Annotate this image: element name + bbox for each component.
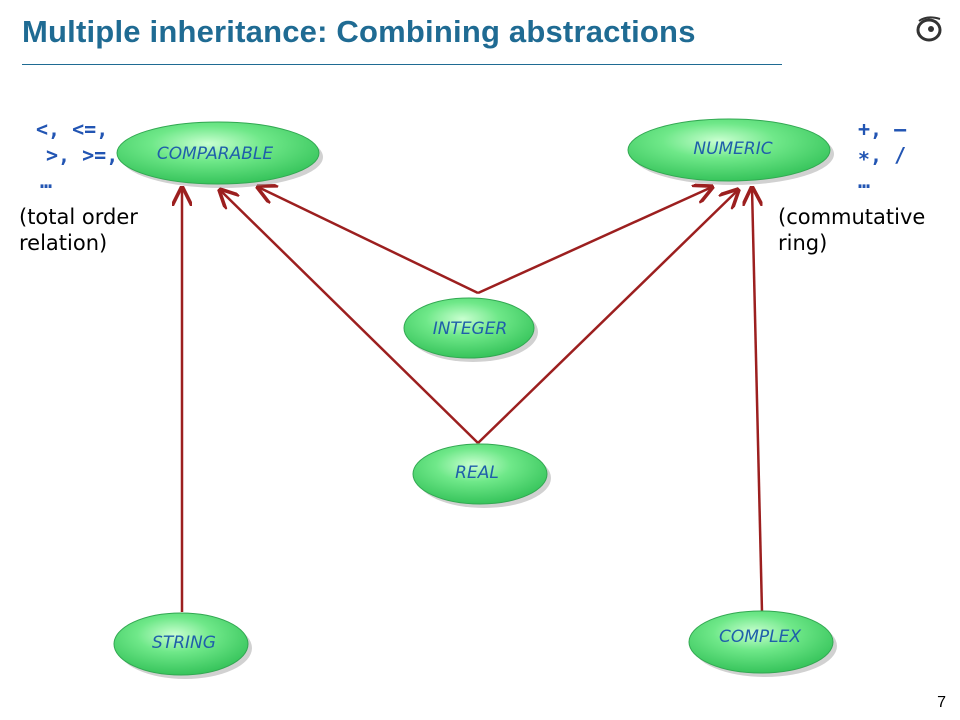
numeric-operators: +, – ∗, / …: [858, 116, 906, 194]
numeric-note-line2: ring): [778, 231, 828, 255]
numeric-note-line1: (commutative: [778, 205, 926, 229]
numeric-ops-line2: ∗, /: [858, 143, 907, 167]
node-comparable: COMPARABLE: [116, 121, 323, 188]
comparable-note: (total order relation): [19, 204, 138, 256]
edge-integer-numeric: [477, 187, 712, 295]
node-integer: INTEGER: [403, 297, 538, 362]
numeric-ops-line3: …: [858, 169, 871, 193]
node-numeric-label: NUMERIC: [693, 139, 772, 159]
node-string-label: STRING: [152, 633, 216, 653]
node-complex-label: COMPLEX: [719, 627, 801, 647]
comparable-ops-line1: <, <=,: [36, 117, 109, 141]
edge-integer-comparable: [258, 187, 479, 295]
eiffel-logo-icon: [916, 16, 942, 42]
node-real: REAL: [412, 443, 551, 508]
node-complex: COMPLEX: [688, 610, 837, 677]
page-number: 7: [937, 694, 946, 711]
comparable-ops-line3: …: [40, 169, 53, 193]
slide-title: Multiple inheritance: Combining abstract…: [22, 14, 696, 49]
node-integer-label: INTEGER: [433, 319, 508, 339]
comparable-note-line2: relation): [19, 231, 108, 255]
title-underline: [22, 64, 782, 65]
numeric-ops-line1: +, –: [858, 117, 907, 141]
edge-real-comparable: [220, 190, 479, 444]
node-string: STRING: [113, 612, 252, 679]
node-numeric: NUMERIC: [627, 118, 834, 185]
node-comparable-label: COMPARABLE: [157, 144, 274, 164]
edge-real-numeric: [477, 190, 738, 444]
comparable-operators: <, <=, >, >=, …: [36, 116, 118, 194]
node-real-label: REAL: [455, 463, 499, 483]
comparable-note-line1: (total order: [19, 205, 138, 229]
edge-complex-numeric: [752, 188, 764, 613]
numeric-note: (commutative ring): [778, 204, 925, 256]
comparable-ops-line2: >, >=,: [46, 143, 119, 167]
